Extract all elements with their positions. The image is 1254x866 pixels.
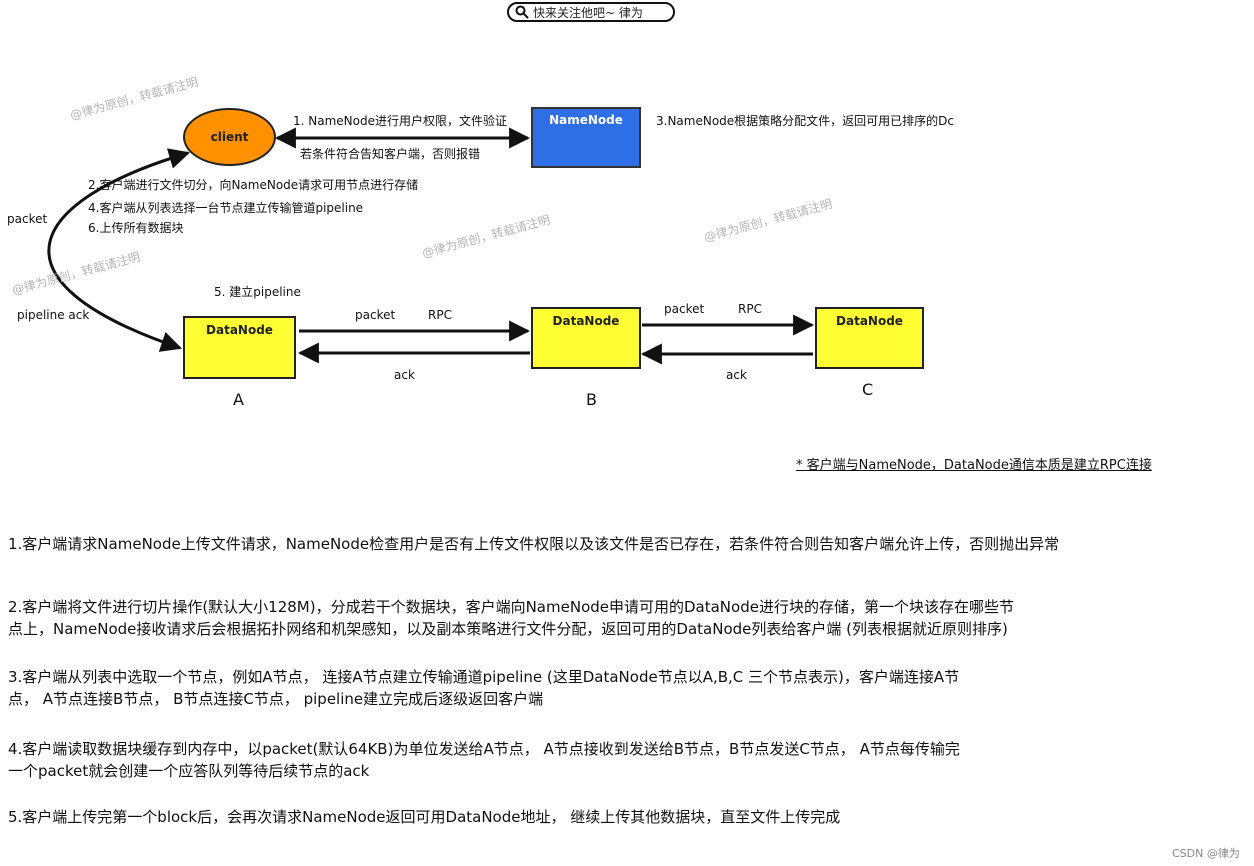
packet-ab-label: packet	[355, 308, 396, 322]
datanode-b-box: DataNode	[531, 307, 641, 369]
client-datanode-curve-arrow	[47, 148, 191, 352]
paragraph-3-line-2: 点， A节点连接B节点， B节点连接C节点， pipeline建立完成后逐级返回…	[8, 690, 544, 708]
node-label-a: A	[233, 390, 244, 409]
paragraph-4-line-1: 4.客户端读取数据块缓存到内存中，以packet(默认64KB)为单位发送给A节…	[8, 740, 960, 758]
namenode-box: NameNode	[531, 107, 641, 168]
paragraph-1: 1.客户端请求NameNode上传文件请求，NameNode检查用户是否有上传文…	[8, 535, 1060, 553]
paragraph-3-line-1: 3.客户端从列表中选取一个节点，例如A节点， 连接A节点建立传输通道pipeli…	[8, 668, 960, 686]
paragraph-2-line-1: 2.客户端将文件进行切片操作(默认大小128M)，分成若干个数据块，客户端向Na…	[8, 598, 1014, 616]
footer-attribution: CSDN @律为	[1172, 847, 1240, 860]
pipeline-ack-label: pipeline ack	[17, 308, 90, 322]
step1-label: 1. NameNode进行用户权限，文件验证	[293, 114, 507, 128]
ack-ab-label: ack	[394, 368, 415, 382]
datanode-a-box: DataNode	[183, 316, 296, 379]
step4-label: 4.客户端从列表选择一台节点建立传输管道pipeline	[88, 201, 364, 215]
client-node: client	[183, 108, 276, 166]
paragraph-2-line-2: 点上，NameNode接收请求后会根据拓扑网络和机架感知，以及副本策略进行文件分…	[8, 620, 1008, 638]
search-text: 快来关注他吧~ 律为	[533, 5, 643, 20]
ack-bc-label: ack	[726, 368, 747, 382]
node-label-b: B	[586, 390, 597, 409]
paragraph-4-line-2: 一个packet就会创建一个应答队列等待后续节点的ack	[8, 762, 370, 780]
rpc-bc-label: RPC	[738, 302, 762, 316]
step2-label: 2.客户端进行文件切分，向NameNode请求可用节点进行存储	[88, 178, 419, 192]
step1b-label: 若条件符合告知客户端，否则报错	[300, 147, 481, 161]
rpc-note: * 客户端与NameNode，DataNode通信本质是建立RPC连接	[796, 458, 1152, 473]
search-box[interactable]: 快来关注他吧~ 律为	[507, 2, 675, 22]
packet-left-label: packet	[7, 212, 48, 226]
search-icon	[515, 5, 529, 19]
packet-bc-label: packet	[664, 302, 705, 316]
paragraph-5: 5.客户端上传完第一个block后，会再次请求NameNode返回可用DataN…	[8, 808, 841, 826]
rpc-ab-label: RPC	[428, 308, 452, 322]
datanode-c-box: DataNode	[815, 307, 924, 369]
step3-label: 3.NameNode根据策略分配文件，返回可用已排序的Dc	[656, 114, 955, 128]
step5-label: 5. 建立pipeline	[214, 285, 301, 299]
step6-label: 6.上传所有数据块	[88, 221, 184, 235]
node-label-c: C	[862, 380, 874, 399]
